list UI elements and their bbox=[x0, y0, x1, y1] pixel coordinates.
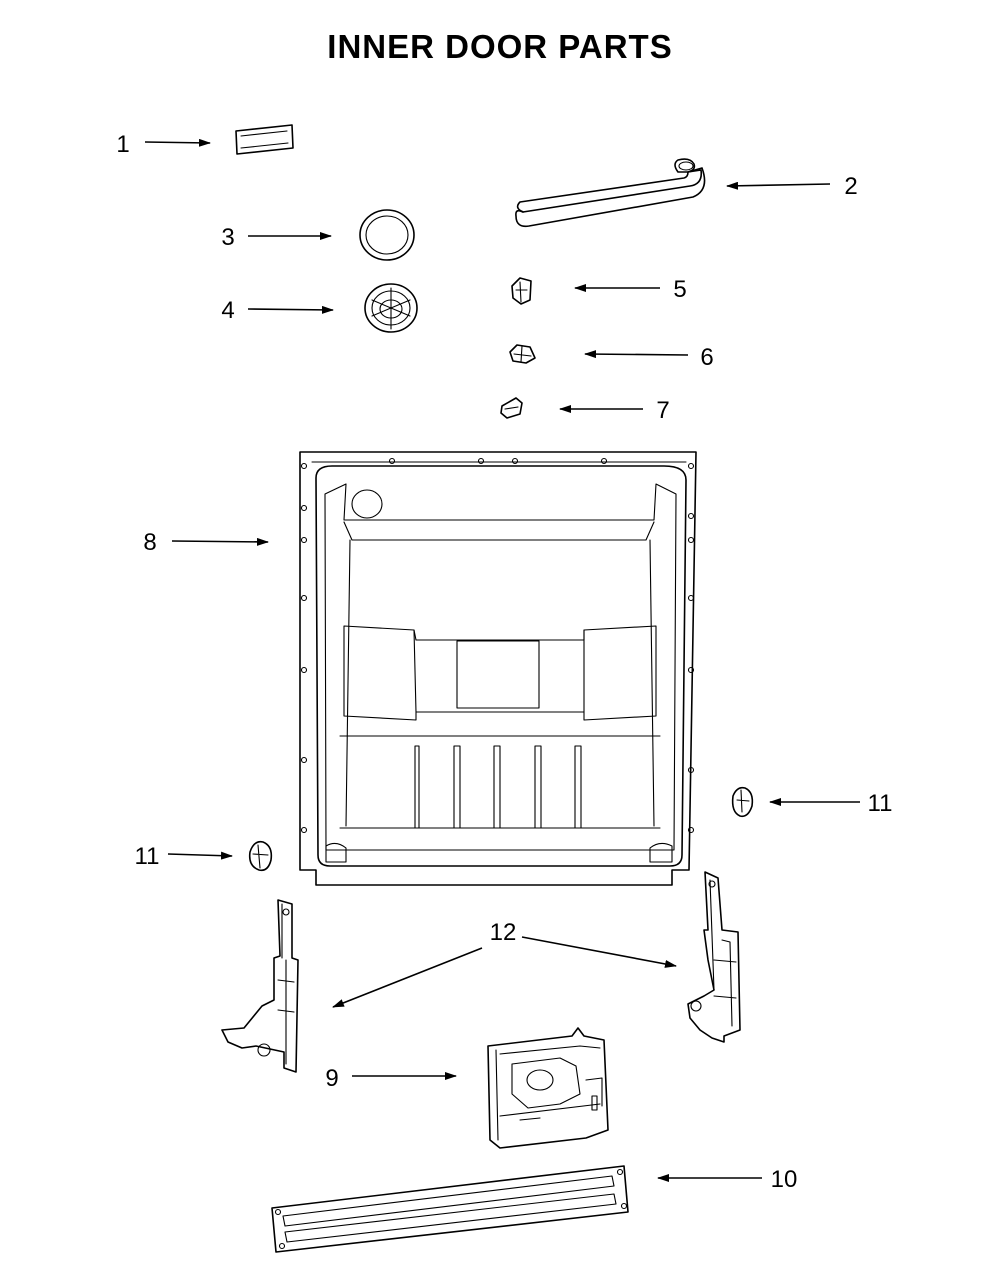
arrow-12-right bbox=[521, 936, 677, 968]
arrow-6 bbox=[584, 350, 689, 359]
part-12-left-drawing bbox=[221, 899, 299, 1073]
part-9-drawing bbox=[487, 1027, 609, 1149]
arrow-1 bbox=[144, 138, 211, 147]
arrow-4 bbox=[247, 305, 334, 314]
part-8-drawing bbox=[299, 451, 697, 886]
callout-1: 1 bbox=[116, 131, 129, 158]
arrow-11-left bbox=[167, 851, 233, 860]
callout-4: 4 bbox=[221, 297, 234, 324]
callout-6: 6 bbox=[700, 344, 713, 371]
callout-11-left: 11 bbox=[135, 843, 160, 870]
part-11-left-drawing bbox=[248, 840, 273, 872]
callout-7: 7 bbox=[656, 397, 669, 424]
callout-10: 10 bbox=[771, 1166, 798, 1193]
part-1-drawing bbox=[235, 124, 294, 155]
callout-labels: 1 2 3 4 5 6 7 8 11 11 12 9 10 bbox=[116, 131, 892, 1193]
callout-11-right: 11 bbox=[868, 790, 893, 817]
callout-arrows bbox=[144, 138, 860, 1182]
part-5-drawing bbox=[511, 277, 532, 305]
callout-3: 3 bbox=[221, 224, 234, 251]
part-4-drawing bbox=[364, 283, 418, 333]
part-12-right-drawing bbox=[687, 871, 741, 1043]
callout-8: 8 bbox=[143, 529, 156, 556]
part-6-drawing bbox=[509, 344, 536, 364]
callout-12: 12 bbox=[490, 919, 517, 946]
part-2-drawing bbox=[515, 158, 706, 228]
arrow-12-left bbox=[332, 947, 483, 1008]
callout-9: 9 bbox=[325, 1065, 338, 1092]
callout-2: 2 bbox=[844, 173, 857, 200]
arrow-8 bbox=[171, 537, 269, 546]
part-10-drawing bbox=[271, 1165, 629, 1253]
part-7-drawing bbox=[500, 397, 523, 419]
part-3-drawing bbox=[359, 209, 415, 261]
diagram-title: INNER DOOR PARTS bbox=[327, 28, 672, 65]
callout-5: 5 bbox=[673, 276, 686, 303]
part-11-right-drawing bbox=[731, 786, 754, 818]
arrow-2 bbox=[726, 181, 831, 190]
